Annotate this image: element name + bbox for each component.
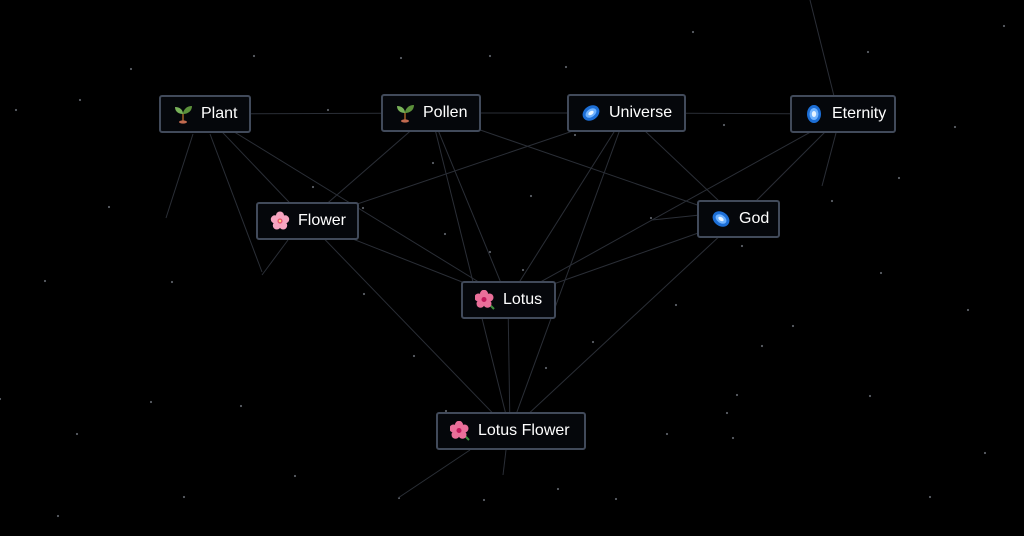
star-dot [928, 495, 932, 499]
star-dot [56, 514, 60, 518]
seedling-icon [173, 104, 193, 124]
star-dot [239, 404, 243, 408]
star-dot [14, 108, 18, 112]
star-dot [399, 56, 403, 60]
star-dot [573, 133, 577, 137]
star-dot [564, 65, 568, 69]
star-dot [983, 451, 987, 455]
galaxy-icon [804, 104, 824, 124]
connection-line [509, 218, 739, 432]
element-node-eternity[interactable]: Eternity [790, 95, 896, 133]
galaxy-icon [581, 103, 601, 123]
cherry-blossom-icon [270, 211, 290, 231]
star-dot [293, 474, 297, 478]
element-label: Lotus Flower [478, 422, 570, 439]
star-dot [149, 400, 153, 404]
star-dot [665, 432, 669, 436]
star-dot [740, 244, 744, 248]
connection-line [430, 112, 511, 432]
star-dot [0, 397, 2, 401]
element-node-god[interactable]: God [697, 200, 780, 238]
element-node-lotus-flower[interactable]: Lotus Flower [436, 412, 586, 450]
connection-line [209, 133, 263, 273]
connection-line [306, 220, 511, 432]
element-label: God [739, 210, 770, 227]
connection-line [507, 112, 627, 301]
element-label: Lotus [503, 291, 543, 308]
star-dot [1002, 24, 1006, 28]
connection-line [430, 112, 509, 301]
connection-line [502, 449, 507, 476]
element-node-plant[interactable]: Plant [159, 95, 251, 133]
connection-line [507, 113, 844, 301]
star-dot [129, 67, 133, 71]
star-dot [966, 308, 970, 312]
element-label: Flower [298, 212, 347, 229]
star-dot [361, 206, 365, 210]
star-dot [170, 280, 174, 284]
star-dot [43, 279, 47, 283]
hibiscus-icon [450, 421, 470, 441]
star-dot [544, 366, 548, 370]
element-label: Universe [609, 104, 673, 121]
star-dot [674, 303, 678, 307]
star-dot [444, 409, 448, 413]
star-dot [326, 108, 330, 112]
star-dot [412, 354, 416, 358]
star-dot [107, 205, 111, 209]
star-dot [879, 271, 883, 275]
connection-line [261, 239, 289, 276]
connection-line [430, 112, 739, 220]
connection-line [165, 133, 194, 219]
element-node-lotus[interactable]: Lotus [461, 281, 556, 319]
star-dot [521, 268, 525, 272]
connection-line [821, 132, 837, 187]
star-dot [735, 393, 739, 397]
star-dot [591, 340, 595, 344]
element-label: Plant [201, 105, 238, 122]
star-dot [953, 125, 957, 129]
star-dot [252, 54, 256, 58]
star-dot [443, 232, 447, 236]
star-dot [75, 432, 79, 436]
star-dot [482, 498, 486, 502]
star-dot [78, 98, 82, 102]
element-label: Eternity [832, 105, 887, 122]
star-dot [614, 497, 618, 501]
seedling-icon [395, 103, 415, 123]
star-dot [431, 161, 435, 165]
galaxy-icon [711, 209, 731, 229]
star-dot [897, 176, 901, 180]
star-dot [691, 30, 695, 34]
star-dot [760, 344, 764, 348]
star-dot [311, 185, 315, 189]
connection-line [509, 112, 627, 432]
star-dot [529, 194, 533, 198]
star-dot [488, 54, 492, 58]
element-label: Pollen [423, 104, 468, 121]
star-dot [182, 495, 186, 499]
element-node-pollen[interactable]: Pollen [381, 94, 481, 132]
star-dot [722, 123, 726, 127]
star-dot [725, 411, 729, 415]
connection-line [809, 0, 835, 97]
star-dot [868, 394, 872, 398]
star-dot [362, 292, 366, 296]
element-node-universe[interactable]: Universe [567, 94, 686, 132]
star-dot [830, 199, 834, 203]
star-dot [731, 436, 735, 440]
star-dot [488, 250, 492, 254]
element-node-flower[interactable]: Flower [256, 202, 359, 240]
star-dot [649, 216, 653, 220]
connection-line [507, 299, 511, 432]
star-dot [791, 324, 795, 328]
connection-line [651, 214, 701, 221]
star-dot [866, 50, 870, 54]
hibiscus-icon [475, 290, 495, 310]
connection-line [397, 449, 471, 499]
star-dot [556, 487, 560, 491]
